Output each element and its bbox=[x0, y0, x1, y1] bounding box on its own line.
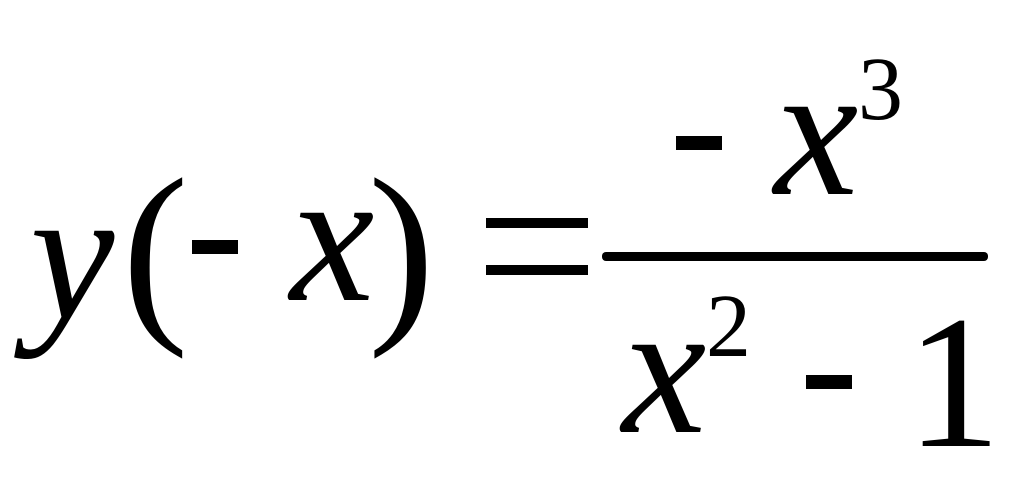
denominator-constant: 1 bbox=[906, 278, 1001, 488]
lhs-variable-x: x bbox=[290, 132, 375, 342]
numerator-variable-x: x bbox=[774, 26, 859, 236]
math-formula: y ( x ) x 3 x 2 1 bbox=[30, 26, 1001, 478]
denominator-exponent: 2 bbox=[706, 277, 751, 376]
fraction-bar bbox=[602, 252, 988, 261]
lhs-close-paren: ) bbox=[368, 139, 435, 360]
denominator-variable-x: x bbox=[622, 264, 707, 474]
numerator-exponent: 3 bbox=[858, 40, 903, 139]
lhs-open-paren: ( bbox=[122, 139, 189, 360]
lhs-function-y: y bbox=[30, 150, 115, 360]
lhs-minus-sign bbox=[192, 240, 238, 254]
numerator-minus-sign bbox=[676, 136, 722, 150]
denominator-minus-sign bbox=[806, 375, 852, 389]
